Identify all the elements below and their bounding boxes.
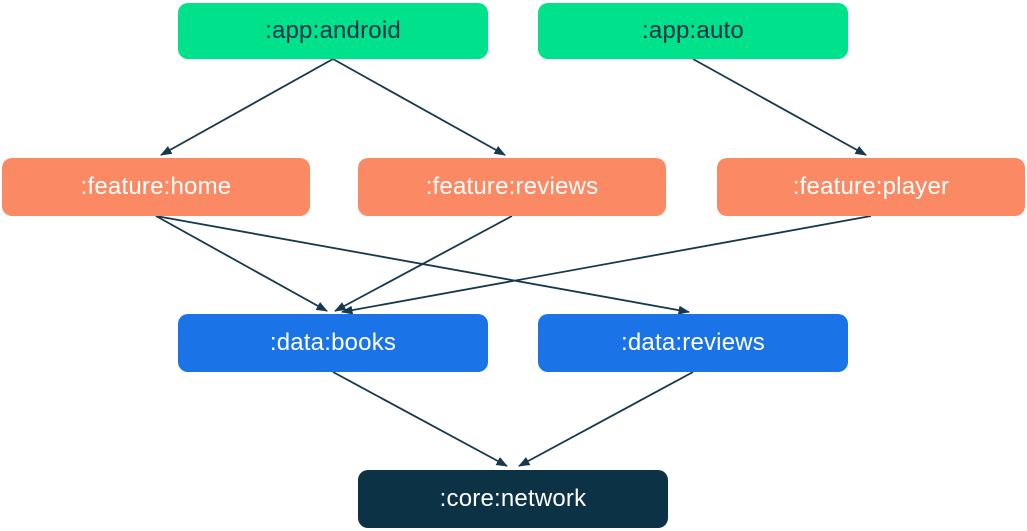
node-data-reviews: :data:reviews	[538, 314, 848, 372]
edge-feature-player-to-data-books	[341, 215, 872, 315]
node-app-auto: :app:auto	[538, 3, 848, 59]
node-label: :feature:home	[80, 173, 232, 200]
node-label: :core:network	[439, 485, 587, 512]
node-label: :data:reviews	[621, 329, 765, 356]
node-label: :data:books	[269, 329, 397, 356]
node-label: :feature:player	[792, 173, 950, 200]
edge-app-auto-to-feature-player	[692, 58, 867, 156]
edge-data-books-to-core-network	[332, 371, 508, 467]
edge-data-reviews-to-core-network	[518, 371, 694, 467]
node-core-network: :core:network	[358, 470, 668, 528]
edge-app-android-to-feature-reviews	[332, 58, 506, 156]
edge-group	[155, 58, 872, 467]
edge-feature-reviews-to-data-books	[334, 215, 513, 312]
node-feature-home: :feature:home	[2, 158, 310, 216]
node-app-android: :app:android	[178, 3, 488, 59]
node-label: :app:auto	[642, 17, 744, 44]
node-feature-player: :feature:player	[717, 158, 1025, 216]
node-feature-reviews: :feature:reviews	[358, 158, 666, 216]
node-data-books: :data:books	[178, 314, 488, 372]
node-label: :app:android	[265, 17, 401, 44]
node-label: :feature:reviews	[425, 173, 599, 200]
edge-feature-home-to-data-books	[155, 215, 328, 312]
edge-app-android-to-feature-home	[160, 58, 334, 156]
